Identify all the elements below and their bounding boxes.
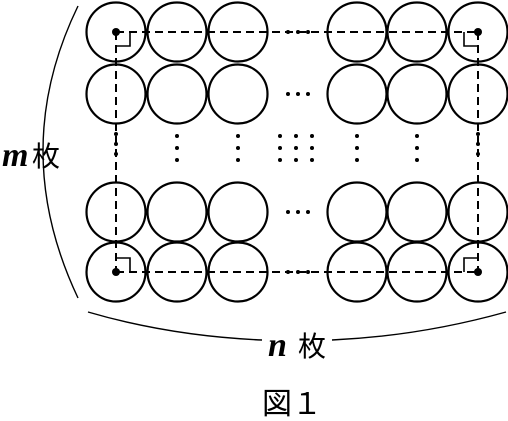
coin-circle	[146, 63, 208, 125]
n-brace-right	[331, 311, 507, 341]
column-ellipsis-dot	[278, 146, 282, 150]
center-dot-bottom-right	[474, 268, 482, 276]
row-ellipsis-dot	[286, 92, 290, 96]
edge-dot	[296, 30, 300, 34]
edge-dot	[476, 142, 480, 146]
edge-dot	[476, 152, 480, 156]
edge-dot	[476, 132, 480, 136]
coin-circle	[386, 181, 448, 243]
coin-circle	[207, 63, 269, 125]
column-ellipsis-dot	[355, 158, 359, 162]
right-angle-markers	[116, 32, 478, 272]
n-variable-label: n	[268, 327, 287, 364]
row-ellipsis-dot	[306, 92, 310, 96]
column-ellipsis-dot	[175, 146, 179, 150]
dashed-center-rectangle	[115, 31, 479, 273]
row-ellipsis-group	[286, 92, 310, 214]
edge-dot	[114, 152, 118, 156]
right-angle-top-right	[463, 32, 478, 47]
column-ellipsis-dot	[415, 158, 419, 162]
center-dot-top-right	[474, 28, 482, 36]
edge-dot	[114, 132, 118, 136]
column-ellipsis-dot	[236, 134, 240, 138]
column-ellipsis-dot	[355, 134, 359, 138]
column-ellipsis-dot	[236, 158, 240, 162]
n-unit-label: 枚	[298, 330, 326, 363]
coin-circle	[326, 181, 388, 243]
column-ellipsis-dot	[236, 146, 240, 150]
m-brace	[42, 5, 79, 299]
right-angle-bottom-right	[463, 257, 478, 272]
column-ellipsis-dot	[415, 134, 419, 138]
column-ellipsis-dot	[310, 158, 314, 162]
column-ellipsis-dot	[278, 158, 282, 162]
coin-circle	[326, 63, 388, 125]
right-angle-bottom-left	[116, 257, 131, 272]
edge-dot	[286, 270, 290, 274]
row-ellipsis-dot	[286, 210, 290, 214]
coin-circle	[386, 63, 448, 125]
edge-dot	[114, 142, 118, 146]
column-ellipsis-group	[175, 134, 419, 162]
corner-center-dots	[112, 28, 482, 276]
column-ellipsis-dot	[278, 134, 282, 138]
column-ellipsis-dot	[294, 146, 298, 150]
column-ellipsis-dot	[175, 158, 179, 162]
row-ellipsis-dot	[296, 210, 300, 214]
edge-dot	[306, 270, 310, 274]
m-variable-label: m	[2, 137, 28, 174]
m-unit-label: 枚	[32, 140, 60, 173]
column-ellipsis-dot	[415, 146, 419, 150]
column-ellipsis-dot	[175, 134, 179, 138]
column-ellipsis-dot	[294, 158, 298, 162]
edge-gap-dots	[114, 30, 480, 274]
center-dot-top-left	[112, 28, 120, 36]
row-ellipsis-dot	[296, 92, 300, 96]
row-ellipsis-dot	[306, 210, 310, 214]
edge-dot	[296, 270, 300, 274]
coin-circles	[85, 1, 508, 303]
column-ellipsis-dot	[355, 146, 359, 150]
right-angle-top-left	[116, 32, 131, 47]
n-brace-left	[87, 311, 263, 341]
column-ellipsis-dot	[294, 134, 298, 138]
column-ellipsis-dot	[310, 146, 314, 150]
edge-dot	[286, 30, 290, 34]
figure-caption: 図１	[262, 387, 322, 421]
coin-circle	[146, 181, 208, 243]
edge-dot	[306, 30, 310, 34]
center-dot-bottom-left	[112, 268, 120, 276]
column-ellipsis-dot	[310, 134, 314, 138]
coin-circle	[207, 181, 269, 243]
